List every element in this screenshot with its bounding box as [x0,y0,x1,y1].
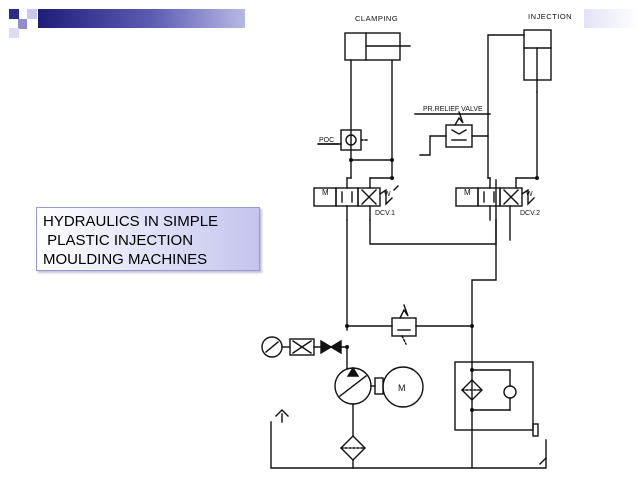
pressure-gauge [261,336,348,358]
junction-node [345,324,349,328]
header-bar [38,9,245,28]
spring-label: W [384,191,391,198]
clamping-cylinder [344,32,411,61]
system-relief-valve [346,304,473,345]
clamping-label: CLAMPING [355,14,398,23]
injection-cylinder [523,29,552,93]
return-filter-block [454,361,539,437]
junction-node [535,176,539,180]
header-decoration [9,9,638,38]
relief-valve-label: PR.RELIEF VALVE [423,106,483,113]
dcv1-label: DCV.1 [375,210,395,217]
dcv2-label: DCV.2 [520,210,540,217]
header-bar-right [584,9,638,28]
motor-label: M [398,383,406,393]
electric-motor [382,366,424,408]
junction-node [390,176,394,180]
deco-square [9,9,19,19]
deco-square [18,19,28,29]
junction-node [470,324,474,328]
junction-node [390,158,394,162]
solenoid-label: M [322,188,329,197]
junction-node [470,368,474,372]
deco-square [9,28,19,38]
slide-title-line: PLASTIC INJECTION [43,232,194,249]
junction-node [345,345,349,349]
junction-node [470,408,474,412]
deco-square [27,9,37,19]
spring-label: W [526,191,533,198]
reservoir [270,409,547,469]
directional-control-valve-1 [313,177,399,221]
poc-label: POC [319,137,334,144]
injection-label: INJECTION [528,12,572,21]
pressure-relief-valve [414,111,491,156]
suction-filter [340,435,366,469]
directional-control-valve-2 [455,177,535,241]
coupling [370,377,384,395]
hydraulic-pump [334,346,372,437]
solenoid-label: M [464,188,471,197]
junction-node [349,158,353,162]
slide-title-line: MOULDING MACHINES [43,251,208,268]
slide-title-box: HYDRAULICS IN SIMPLE PLASTIC INJECTION M… [36,207,260,271]
slide-title-line: HYDRAULICS IN SIMPLE [43,213,219,230]
deco-square [27,19,37,29]
